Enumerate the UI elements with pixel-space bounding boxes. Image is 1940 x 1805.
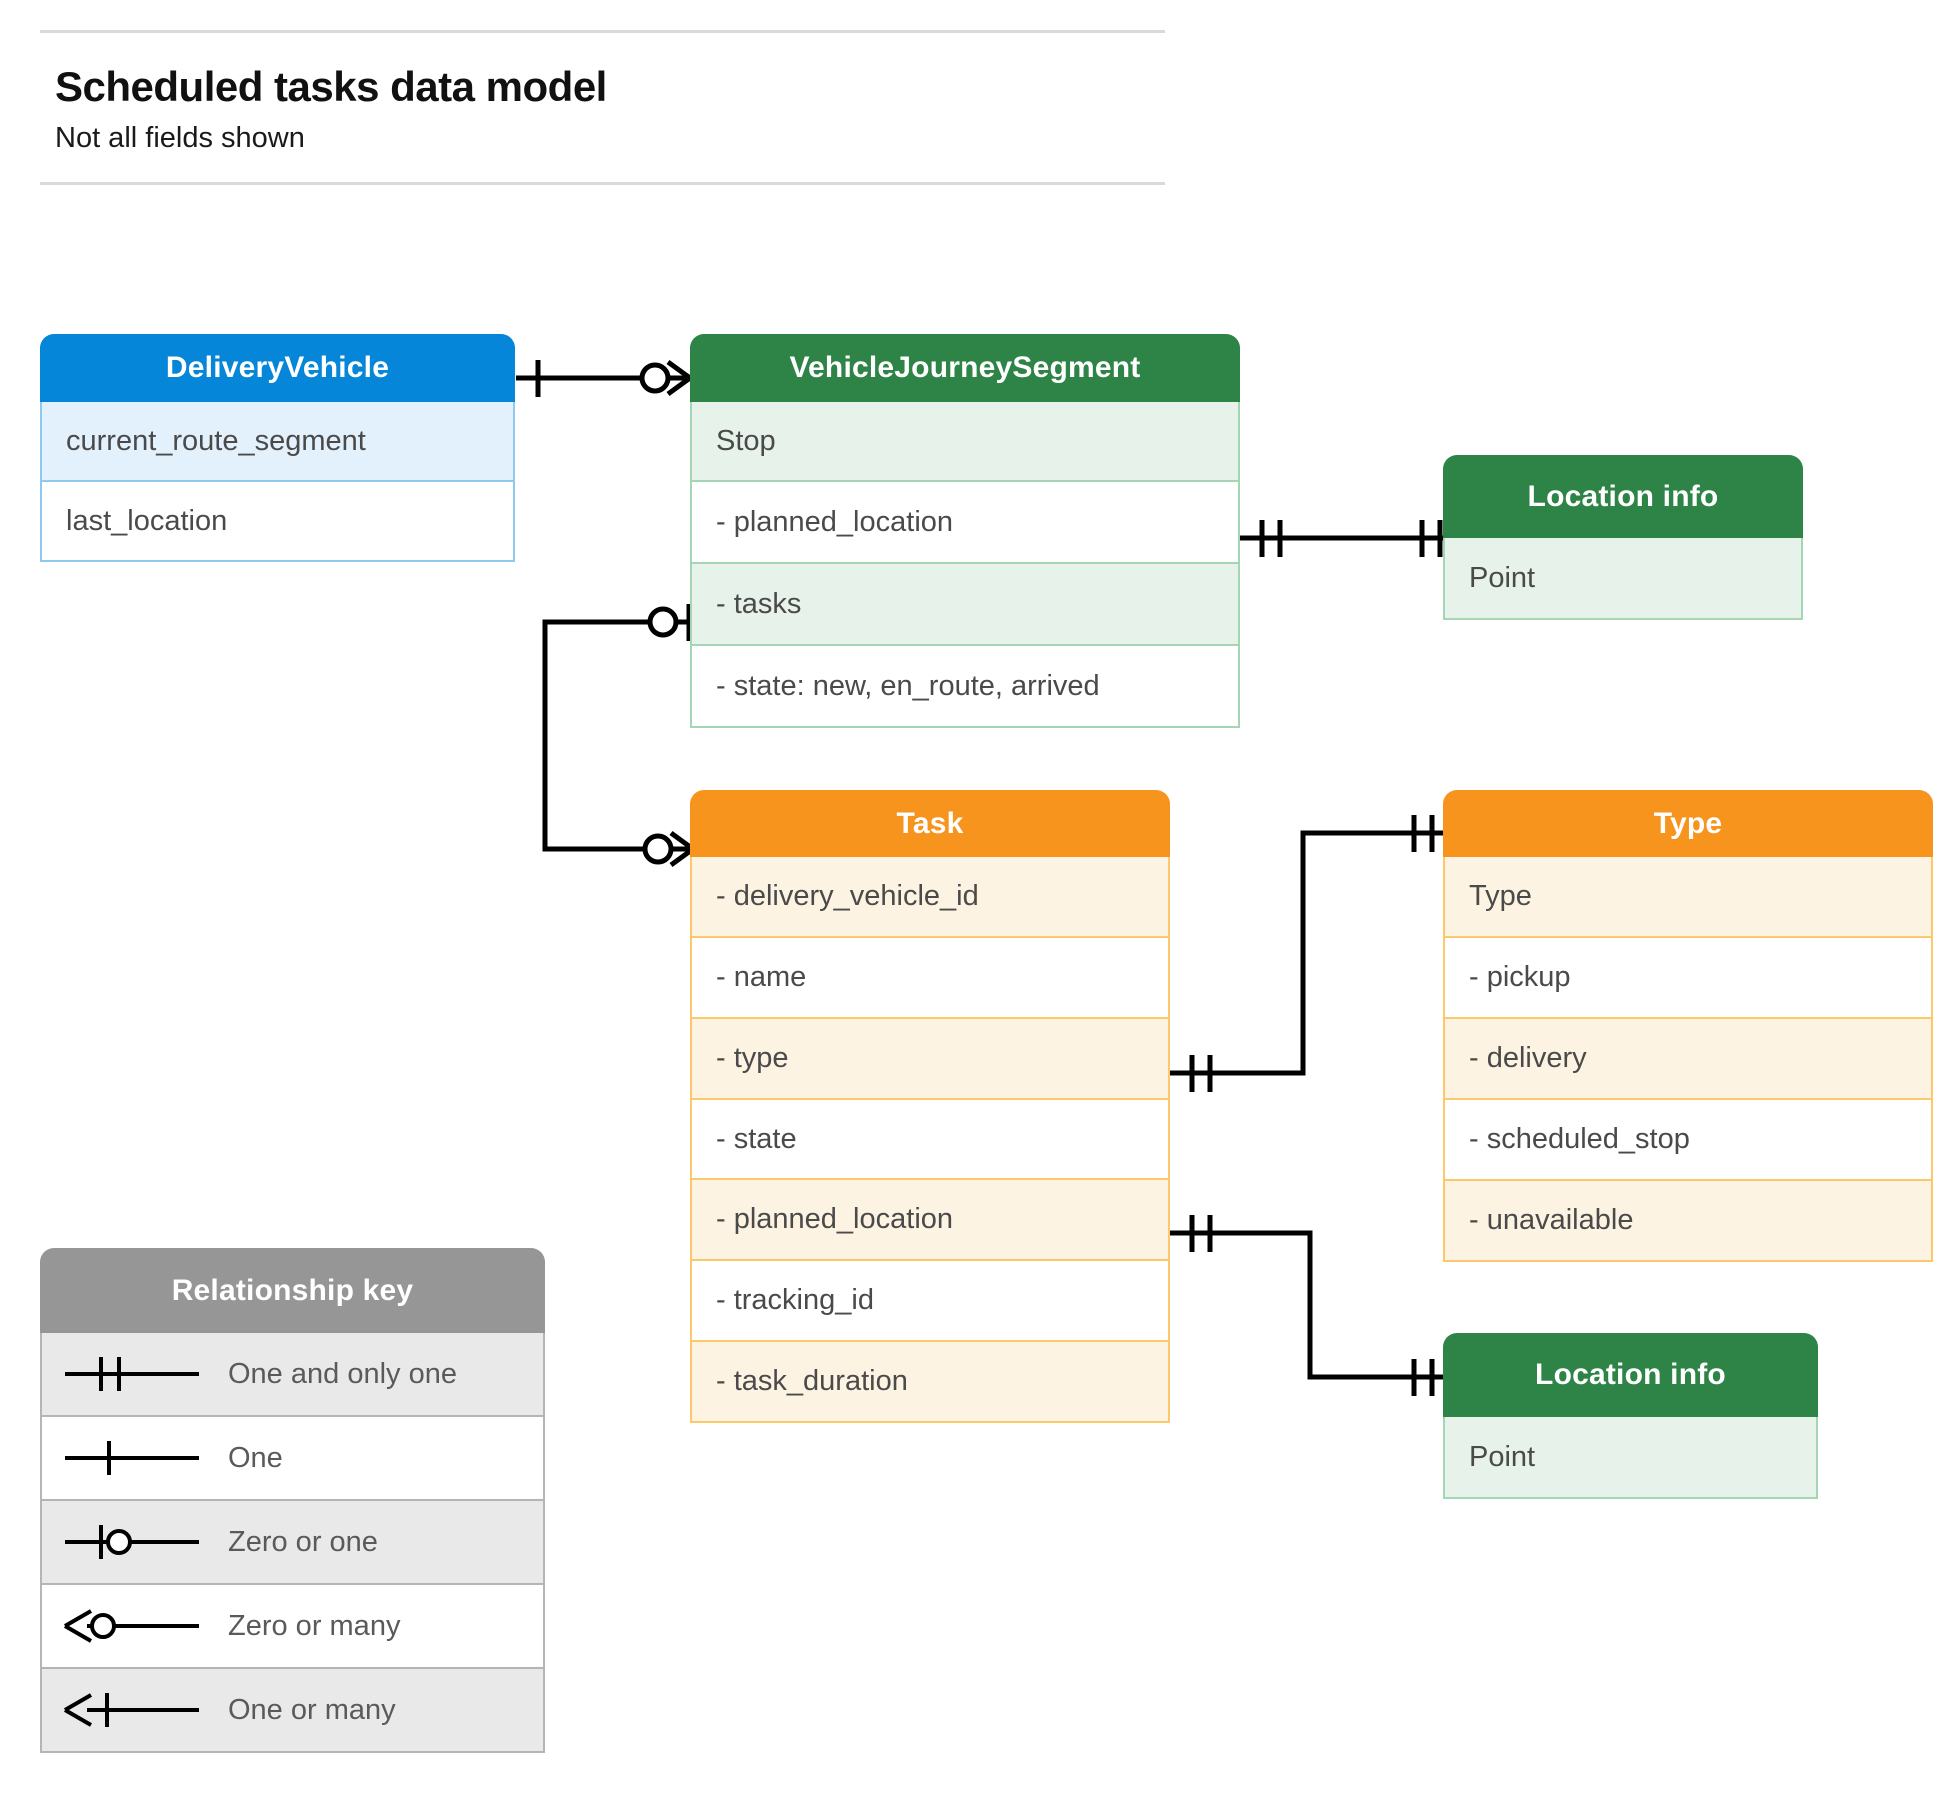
one-and-only-one-icon: [42, 1349, 222, 1399]
header-rule-bottom: [40, 182, 1165, 186]
field-task-delivery-vehicle-id[interactable]: - delivery_vehicle_id: [690, 857, 1170, 938]
entity-task-title: Task: [690, 790, 1170, 857]
entity-location-info-bottom[interactable]: Location info Point: [1443, 1333, 1818, 1499]
field-task-tracking-id[interactable]: - tracking_id: [690, 1261, 1170, 1342]
one-or-many-icon: [42, 1685, 222, 1735]
field-last-location[interactable]: last_location: [40, 482, 515, 562]
field-type-unavailable[interactable]: - unavailable: [1443, 1181, 1933, 1262]
page-subtitle: Not all fields shown: [55, 122, 305, 155]
zero-or-many-icon: [42, 1601, 222, 1651]
field-location-top-point[interactable]: Point: [1443, 538, 1803, 620]
legend-label-one: One: [228, 1441, 283, 1474]
field-vjs-state[interactable]: - state: new, en_route, arrived: [690, 646, 1240, 728]
field-task-task-duration[interactable]: - task_duration: [690, 1342, 1170, 1423]
field-type-delivery[interactable]: - delivery: [1443, 1019, 1933, 1100]
document-header: Scheduled tasks data model Not all field…: [40, 30, 1165, 186]
entity-delivery-vehicle-title: DeliveryVehicle: [40, 334, 515, 402]
legend-item-one[interactable]: One: [40, 1417, 545, 1501]
field-task-state[interactable]: - state: [690, 1100, 1170, 1180]
legend-item-one-or-many[interactable]: One or many: [40, 1669, 545, 1753]
wire-vjs-tasks-task: [542, 619, 693, 852]
page-title: Scheduled tasks data model: [55, 63, 607, 110]
field-task-type[interactable]: - type: [690, 1019, 1170, 1100]
entity-task[interactable]: Task - delivery_vehicle_id - name - type…: [690, 790, 1170, 1423]
legend-label-zero-or-one: Zero or one: [228, 1525, 378, 1558]
legend-item-zero-or-one[interactable]: Zero or one: [40, 1501, 545, 1585]
field-vjs-planned-location[interactable]: - planned_location: [690, 482, 1240, 564]
field-stop[interactable]: Stop: [690, 402, 1240, 482]
entity-location-info-top-title: Location info: [1443, 455, 1803, 538]
legend-label-one-or-many: One or many: [228, 1693, 396, 1726]
title-block: Scheduled tasks data model Not all field…: [40, 33, 1165, 182]
entity-type-title: Type: [1443, 790, 1933, 857]
field-task-planned-location[interactable]: - planned_location: [690, 1180, 1170, 1261]
legend-label-zero-or-many: Zero or many: [228, 1609, 401, 1642]
wire-task-type: [1170, 830, 1453, 1076]
legend-title: Relationship key: [40, 1248, 545, 1333]
entity-location-info-top[interactable]: Location info Point: [1443, 455, 1803, 620]
entity-location-info-bottom-title: Location info: [1443, 1333, 1818, 1417]
entity-vehicle-journey-segment-title: VehicleJourneySegment: [690, 334, 1240, 402]
one-icon: [42, 1433, 222, 1483]
field-location-bottom-point[interactable]: Point: [1443, 1417, 1818, 1499]
legend-label-one-and-only-one: One and only one: [228, 1357, 457, 1390]
field-vjs-tasks[interactable]: - tasks: [690, 564, 1240, 646]
entity-type[interactable]: Type Type - pickup - delivery - schedule…: [1443, 790, 1933, 1262]
header-rule-top: [40, 30, 1165, 33]
field-type-pickup[interactable]: - pickup: [1443, 938, 1933, 1019]
field-task-name[interactable]: - name: [690, 938, 1170, 1019]
zero-or-one-icon: [42, 1517, 222, 1567]
field-type-scheduled-stop[interactable]: - scheduled_stop: [1443, 1100, 1933, 1181]
wire-task-location: [1170, 1230, 1453, 1380]
legend-item-zero-or-many[interactable]: Zero or many: [40, 1585, 545, 1669]
field-current-route-segment[interactable]: current_route_segment: [40, 402, 515, 482]
entity-vehicle-journey-segment[interactable]: VehicleJourneySegment Stop - planned_loc…: [690, 334, 1240, 728]
relationship-key-legend[interactable]: Relationship key One and only one One: [40, 1248, 545, 1753]
legend-item-one-and-only-one[interactable]: One and only one: [40, 1333, 545, 1417]
entity-delivery-vehicle[interactable]: DeliveryVehicle current_route_segment la…: [40, 334, 515, 562]
field-type-type[interactable]: Type: [1443, 857, 1933, 938]
